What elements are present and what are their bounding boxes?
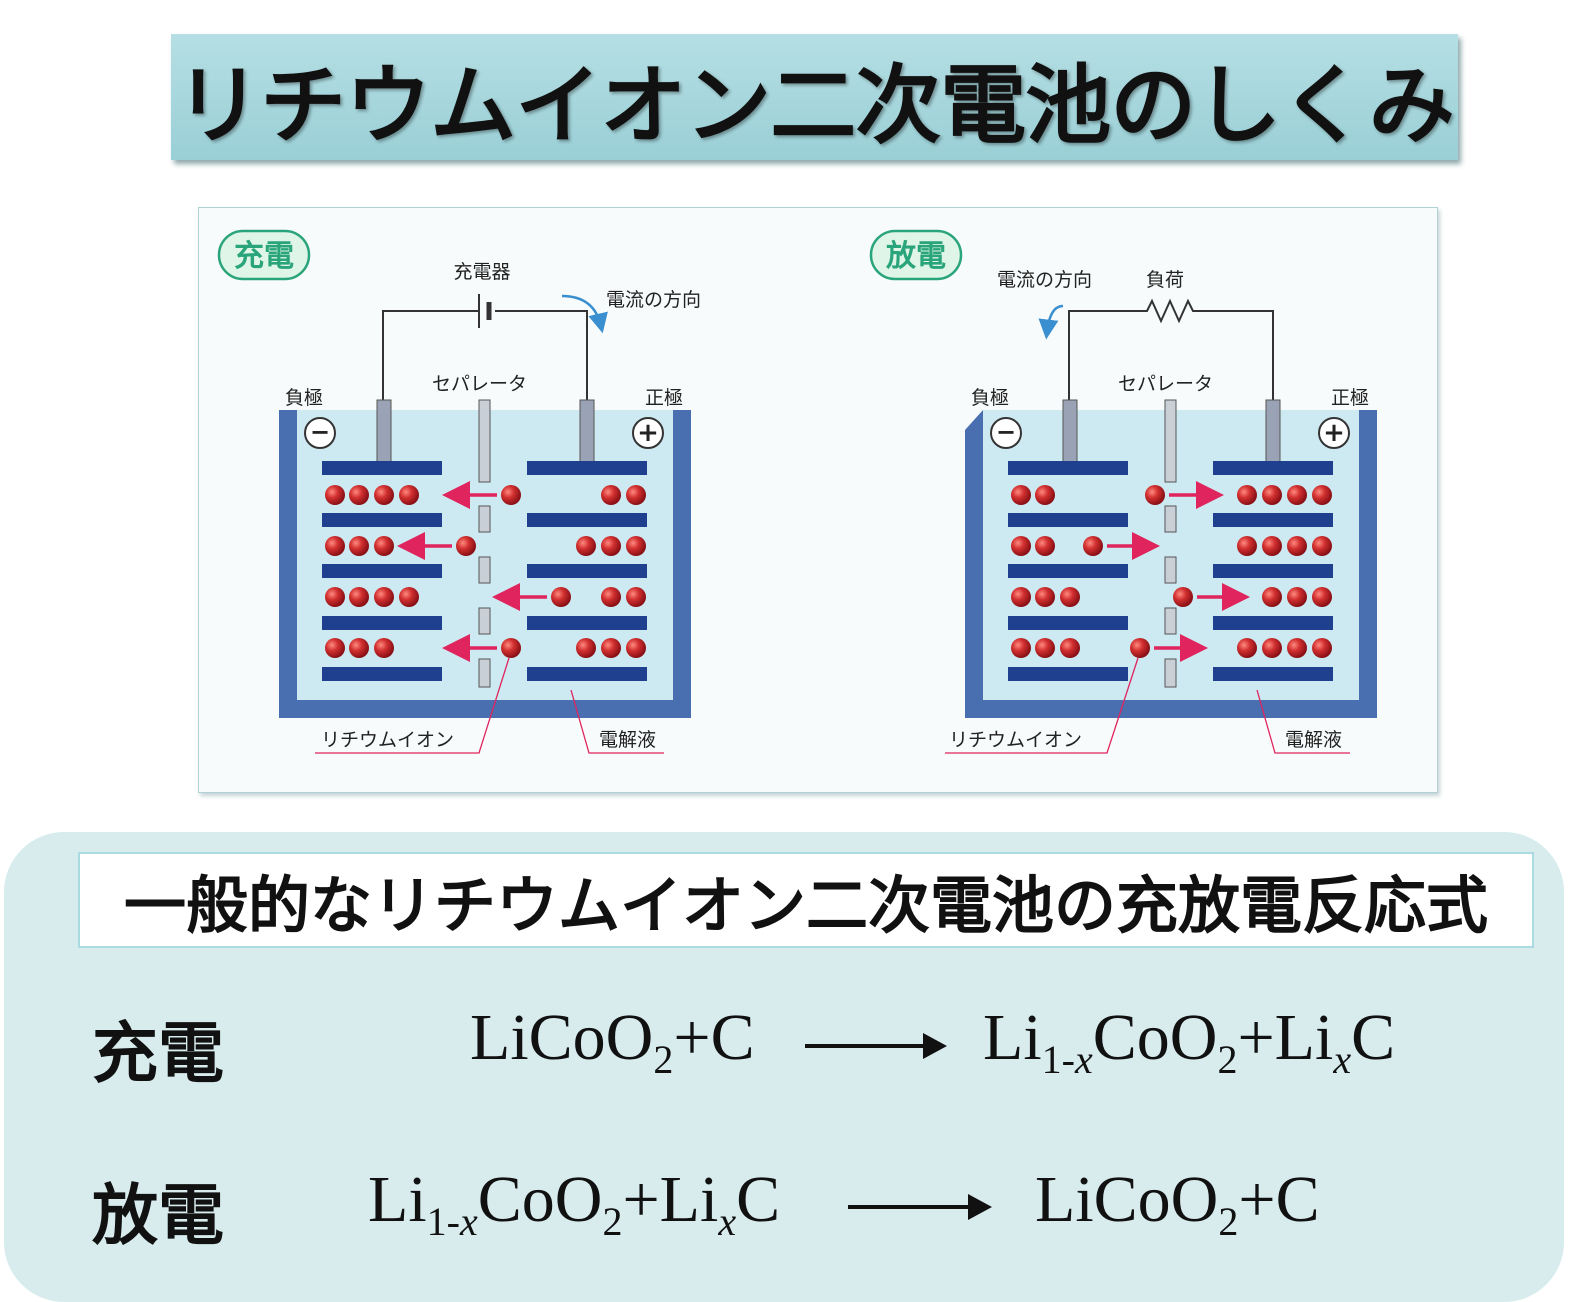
charge-row-label: 充電 bbox=[92, 1015, 224, 1092]
positive-electrode-plates bbox=[1213, 461, 1333, 681]
plus-icon bbox=[632, 417, 664, 449]
charge-ion-label: リチウムイオン bbox=[321, 729, 454, 751]
discharge-row-label: 放電 bbox=[92, 1177, 224, 1254]
charger-label: 充電器 bbox=[453, 261, 510, 283]
discharge-reaction-arrow bbox=[848, 1194, 992, 1220]
discharge-cell: 放電 負荷 電流の方向 負極 セパレータ 正極 − + bbox=[869, 229, 1377, 754]
lithium-ions-charge bbox=[325, 485, 646, 658]
reaction-heading: 一般的なリチウムイオン二次電池の充放電反応式 bbox=[123, 869, 1488, 942]
discharge-negative-label: 負極 bbox=[971, 387, 1009, 409]
battery-diagram-panel: 充電 充電器 電流の方向 負極 セパレータ 正極 − + bbox=[198, 207, 1438, 793]
svg-text:+: + bbox=[637, 418, 659, 448]
charge-reaction-arrow bbox=[805, 1033, 947, 1059]
charge-separator-label: セパレータ bbox=[432, 373, 527, 395]
discharge-current-label: 電流の方向 bbox=[997, 269, 1092, 291]
discharge-ion-label: リチウムイオン bbox=[949, 729, 1082, 751]
page-title: リチウムイオン二次電池のしくみ bbox=[175, 55, 1454, 156]
positive-electrode-plates bbox=[527, 461, 647, 681]
svg-text:−: − bbox=[996, 418, 1016, 446]
reaction-heading-box: 一般的なリチウムイオン二次電池の充放電反応式 bbox=[78, 852, 1534, 948]
discharge-badge: 放電 bbox=[869, 229, 963, 281]
charge-badge-label: 充電 bbox=[234, 239, 294, 274]
load-label: 負荷 bbox=[1146, 269, 1184, 291]
charge-positive-label: 正極 bbox=[645, 387, 683, 409]
current-direction-arrow bbox=[561, 294, 608, 334]
load-resistor bbox=[1068, 298, 1274, 400]
svg-text:−: − bbox=[310, 418, 330, 446]
charge-electrolyte-label: 電解液 bbox=[599, 729, 656, 751]
battery-diagram-svg: 充電 充電器 電流の方向 負極 セパレータ 正極 − + bbox=[217, 229, 1377, 754]
negative-electrode-plates bbox=[322, 461, 442, 681]
charge-products: Li1-xCoO2+LixC bbox=[983, 1001, 1396, 1082]
discharge-badge-label: 放電 bbox=[885, 239, 946, 274]
discharge-separator-label: セパレータ bbox=[1118, 373, 1213, 395]
svg-text:+: + bbox=[1323, 418, 1345, 448]
discharge-products: LiCoO2+C bbox=[1035, 1163, 1320, 1244]
charge-negative-label: 負極 bbox=[285, 387, 323, 409]
discharge-positive-label: 正極 bbox=[1331, 387, 1369, 409]
negative-electrode-plates bbox=[1008, 461, 1128, 681]
current-direction-arrow bbox=[1038, 304, 1064, 340]
minus-icon bbox=[304, 417, 336, 449]
plus-icon bbox=[1318, 417, 1350, 449]
charge-current-label: 電流の方向 bbox=[606, 289, 701, 311]
charge-cell: 充電 充電器 電流の方向 負極 セパレータ 正極 − + bbox=[217, 229, 701, 754]
discharge-reactants: Li1-xCoO2+LixC bbox=[368, 1163, 781, 1244]
lithium-ions-discharge bbox=[1011, 485, 1332, 658]
minus-icon bbox=[990, 417, 1022, 449]
discharge-electrolyte-label: 電解液 bbox=[1285, 729, 1342, 751]
title-banner: リチウムイオン二次電池のしくみ bbox=[171, 34, 1458, 160]
charge-badge: 充電 bbox=[217, 229, 311, 281]
charge-reactants: LiCoO2+C bbox=[470, 1001, 755, 1082]
